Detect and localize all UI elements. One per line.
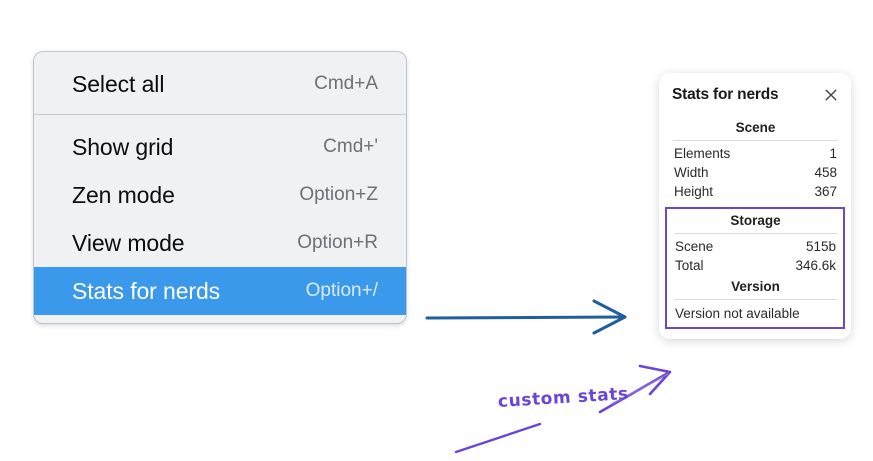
menu-item-shortcut: Option+R bbox=[297, 232, 378, 253]
menu-group-1: Select all Cmd+A bbox=[34, 60, 406, 114]
menu-item-view-mode[interactable]: View mode Option+R bbox=[34, 219, 406, 267]
stat-row-storage-scene: Scene 515b bbox=[673, 237, 838, 256]
stats-panel-title: Stats for nerds bbox=[672, 86, 779, 103]
stat-key: Scene bbox=[675, 239, 714, 254]
version-note: Version not available bbox=[675, 306, 800, 321]
stat-key: Height bbox=[674, 184, 714, 199]
custom-stats-highlight-box: Storage Scene 515b Total 346.6k Version … bbox=[665, 207, 845, 329]
section-divider bbox=[674, 233, 837, 234]
menu-item-shortcut: Cmd+A bbox=[314, 73, 378, 94]
menu-item-stats-for-nerds[interactable]: Stats for nerds Option+/ bbox=[34, 267, 406, 315]
custom-stats-annotation-label: custom stats bbox=[497, 384, 630, 412]
section-divider bbox=[674, 299, 837, 300]
stat-value: 458 bbox=[814, 165, 837, 180]
close-icon[interactable] bbox=[823, 87, 839, 103]
menu-item-label: Show grid bbox=[72, 133, 174, 160]
stat-value: 367 bbox=[814, 184, 837, 199]
stat-value: 515b bbox=[805, 239, 836, 254]
section-title-version: Version bbox=[731, 279, 780, 294]
menu-item-shortcut: Cmd+' bbox=[323, 136, 378, 157]
stats-for-nerds-panel: Stats for nerds Scene Elements 1 Width 4… bbox=[659, 73, 851, 339]
section-title-scene: Scene bbox=[735, 120, 776, 135]
stat-key: Total bbox=[675, 258, 704, 273]
menu-item-shortcut: Option+/ bbox=[305, 280, 378, 301]
stat-value: 346.6k bbox=[795, 258, 836, 273]
stat-row-storage-total: Total 346.6k bbox=[673, 256, 838, 275]
stat-row-height: Height 367 bbox=[672, 182, 839, 201]
menu-item-select-all[interactable]: Select all Cmd+A bbox=[34, 60, 406, 108]
menu-item-shortcut: Option+Z bbox=[299, 184, 378, 205]
menu-item-show-grid[interactable]: Show grid Cmd+' bbox=[34, 123, 406, 171]
section-title-storage: Storage bbox=[730, 213, 781, 228]
menu-item-label: Stats for nerds bbox=[72, 277, 221, 304]
blue-arrow bbox=[425, 299, 627, 335]
stat-value: 1 bbox=[829, 146, 837, 161]
stat-row-width: Width 458 bbox=[672, 163, 839, 182]
menu-item-label: View mode bbox=[72, 229, 185, 256]
menu-item-zen-mode[interactable]: Zen mode Option+Z bbox=[34, 171, 406, 219]
stat-key: Elements bbox=[674, 146, 731, 161]
menu-item-label: Select all bbox=[72, 70, 165, 97]
purple-annotation-underline bbox=[454, 422, 542, 454]
context-menu: Select all Cmd+A Show grid Cmd+' Zen mod… bbox=[33, 51, 407, 324]
menu-item-label: Zen mode bbox=[72, 181, 175, 208]
stat-row-elements: Elements 1 bbox=[672, 144, 839, 163]
section-divider bbox=[673, 140, 838, 141]
menu-group-2: Show grid Cmd+' Zen mode Option+Z View m… bbox=[34, 114, 406, 315]
stat-key: Width bbox=[674, 165, 709, 180]
stats-panel-header: Stats for nerds bbox=[672, 86, 839, 104]
